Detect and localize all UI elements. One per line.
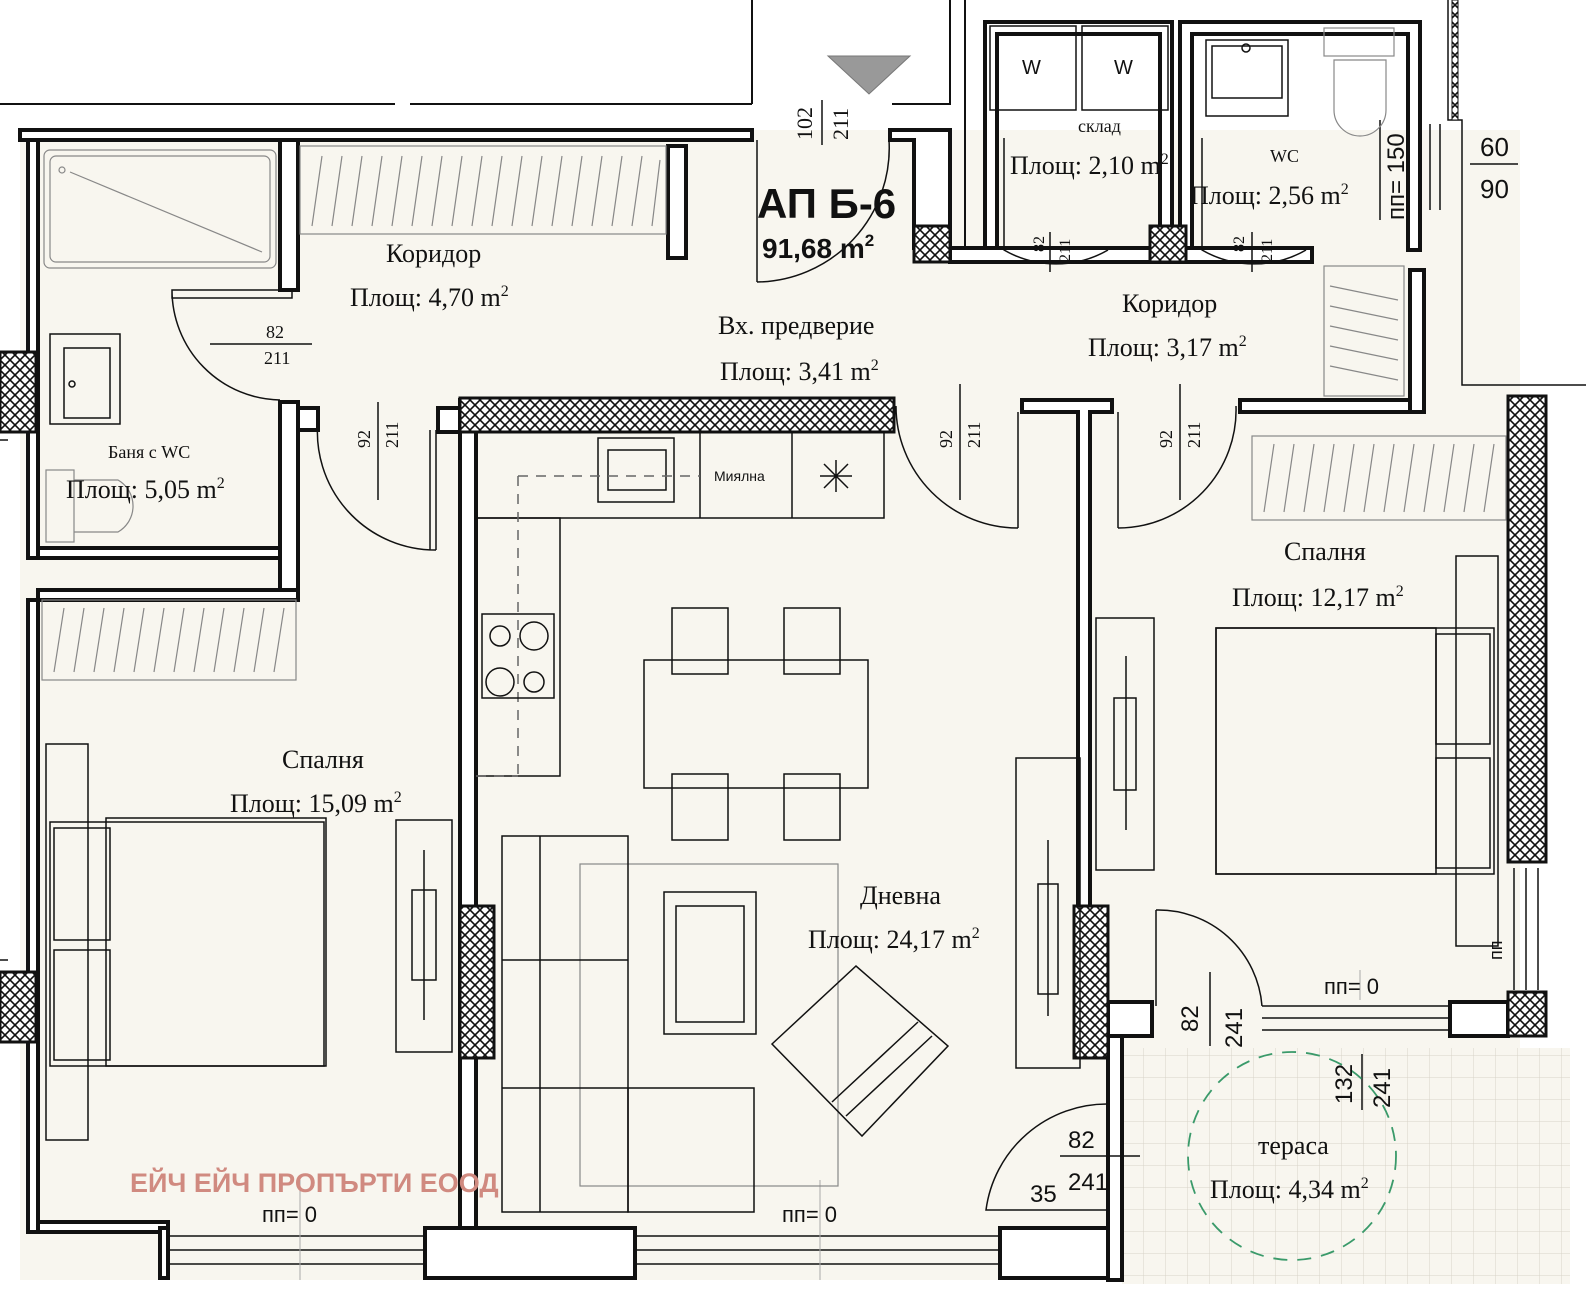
living-furniture [501,757,1081,1213]
watermark: ЕЙЧ ЕЙЧ ПРОПЪРТИ ЕООД [130,1167,499,1198]
room-name-bath: Баня с WC [108,442,190,462]
dim-entry-width: 102 [792,107,817,140]
bathroom-fixtures [43,27,1395,543]
kitchen [475,431,885,777]
sill-label-left: пп= 0 [262,1202,317,1227]
room-area-terrace: Площ: 4,34 m2 [1210,1175,1369,1204]
outer-boundary-right [1447,0,1586,386]
washing-machines [989,25,1169,111]
dining-table [643,607,869,841]
bed-left [45,743,453,1141]
room-name-entrance: Вх. предверие [718,311,874,340]
room-name-corridor2: Коридор [1122,289,1217,318]
dim-living-door-241: 241 [1068,1169,1108,1196]
dim-terrace-door-w: 82 [1177,1005,1204,1032]
dim-bath-door-h: 211 [264,348,290,368]
dim-living-door-82: 82 [1068,1127,1095,1154]
doors [171,100,1307,1211]
sill-label-bedroom2: пп= 0 [1324,974,1379,999]
bed-right [1095,555,1499,947]
sill-label-living: пп= 0 [782,1202,837,1227]
dim-living-door-h: 211 [964,422,984,448]
room-area-bedroom2: Площ: 12,17 m2 [1232,583,1404,612]
dim-terrace-window-w: 132 [1331,1064,1358,1104]
room-name-terrace: тераса [1258,1131,1329,1160]
dim-bed2-door-h: 211 [1184,422,1204,448]
kitchen-sink-label: Миялна [714,468,765,484]
dim-terrace-door-h: 241 [1221,1008,1248,1048]
apartment-area: 91,68 m2 [762,231,874,264]
room-area-storage: Площ: 2,10 m2 [1010,151,1169,180]
dim-wc-door-w: 82 [1231,236,1248,252]
terrace-plant-circle [1187,1051,1397,1261]
room-name-bedroom2: Спалня [1284,537,1366,566]
room-name-corridor1: Коридор [386,239,481,268]
room-name-storage: склад [1078,116,1121,136]
wardrobes [41,145,1507,681]
windows [0,124,1539,1265]
room-area-corridor2: Площ: 3,17 m2 [1088,333,1247,362]
dim-bed2-door-w: 92 [1156,430,1176,448]
window-width-60: 60 [1480,132,1509,162]
room-name-living: Дневна [860,881,941,910]
room-area-corridor1: Площ: 4,70 m2 [350,283,509,312]
outer-boundary [0,0,966,248]
room-area-bath: Площ: 5,05 m2 [66,475,225,504]
window-height-90: 90 [1480,174,1509,204]
dim-bath-door-w: 82 [266,322,284,342]
room-name-bedroom1: Спалня [282,745,364,774]
apartment-title: АП Б-6 [757,180,896,227]
dim-storage-door-w: 82 [1031,236,1048,252]
room-area-bedroom1: Площ: 15,09 m2 [230,789,402,818]
dim-bed1-door-h: 211 [382,422,402,448]
dim-wc-door-h: 211 [1259,239,1276,262]
sill-label-150: пп= 150 [1383,133,1410,220]
entrance-arrow-icon [826,55,912,95]
dim-living-door-w: 92 [936,430,956,448]
washer-label-1: W [1022,57,1041,79]
room-name-wc: WC [1270,146,1299,166]
room-area-living: Площ: 24,17 m2 [808,925,980,954]
room-area-wc: Площ: 2,56 m2 [1190,181,1349,210]
washer-label-2: W [1114,57,1133,79]
dim-sill-35: 35 [1030,1181,1057,1208]
dim-entry-height: 211 [828,108,853,140]
dim-bed1-door-w: 92 [354,430,374,448]
dim-storage-door-h: 211 [1057,239,1074,262]
sill-label-partial: пп [1486,941,1506,961]
room-area-entrance: Площ: 3,41 m2 [720,357,879,386]
dimension-lines [210,120,1518,1280]
dim-terrace-window-h: 241 [1369,1068,1396,1108]
